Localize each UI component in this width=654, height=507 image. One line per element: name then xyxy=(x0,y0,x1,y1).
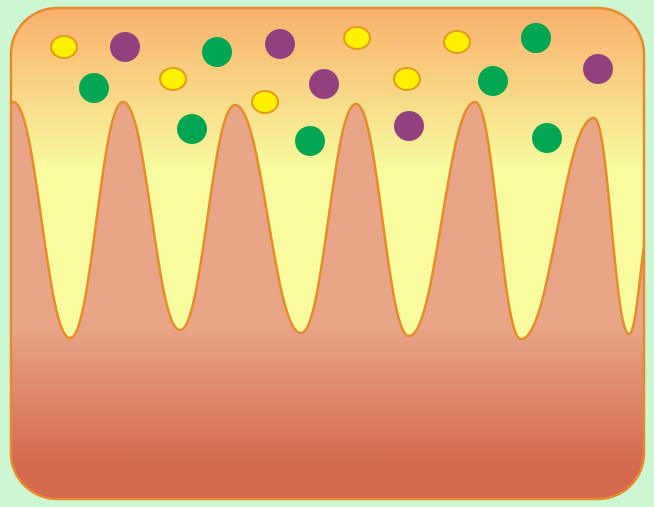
purple-particle xyxy=(583,54,613,84)
green-particle xyxy=(532,123,562,153)
green-particle xyxy=(295,126,325,156)
yellow-particle xyxy=(51,36,77,58)
yellow-particle xyxy=(160,68,186,90)
purple-particle xyxy=(309,69,339,99)
yellow-particle xyxy=(252,91,278,113)
purple-particle xyxy=(110,32,140,62)
purple-particle xyxy=(394,111,424,141)
green-particle xyxy=(478,66,508,96)
green-particle xyxy=(521,23,551,53)
yellow-particle xyxy=(444,31,470,53)
green-particle xyxy=(79,73,109,103)
purple-particle xyxy=(265,29,295,59)
yellow-particle xyxy=(394,68,420,90)
green-particle xyxy=(177,114,207,144)
yellow-particle xyxy=(344,27,370,49)
green-particle xyxy=(202,37,232,67)
